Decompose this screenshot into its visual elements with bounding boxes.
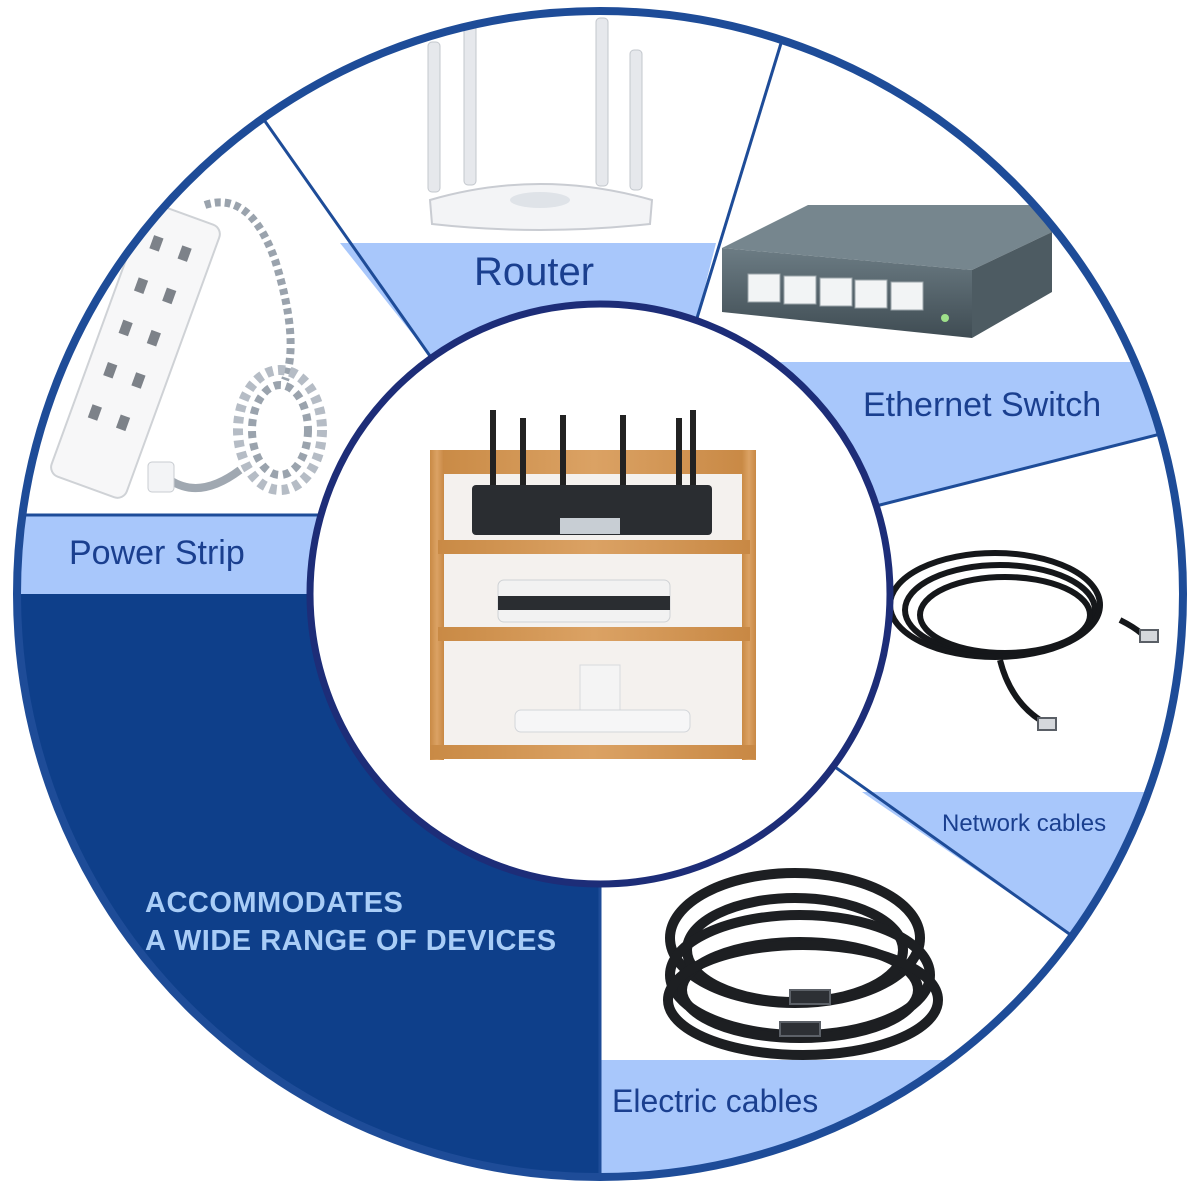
router-label: Router — [474, 250, 595, 294]
outer-ring — [13, 7, 1187, 1181]
tagline-line-2: A WIDE RANGE OF DEVICES — [145, 925, 557, 957]
tagline: ACCOMMODATES A WIDE RANGE OF DEVICES — [145, 884, 557, 960]
power-strip-label: Power Strip — [69, 534, 245, 572]
power-strip-icon — [50, 198, 327, 499]
tagline-line-1: ACCOMMODATES — [145, 887, 404, 919]
wooden-router-shelf-icon — [430, 410, 756, 760]
braided-cable-icon — [663, 868, 943, 1060]
segment-dividers — [17, 39, 1183, 1177]
ethernet-switch-icon — [722, 205, 1052, 338]
network-cables-label: Network cables — [942, 810, 1107, 837]
switch-label-band — [771, 362, 1183, 506]
ethernet-switch-label: Ethernet Switch — [863, 386, 1102, 424]
electric-cables-label: Electric cables — [612, 1083, 819, 1119]
wifi-router-icon — [427, 17, 654, 231]
strip-label-band — [17, 515, 330, 594]
